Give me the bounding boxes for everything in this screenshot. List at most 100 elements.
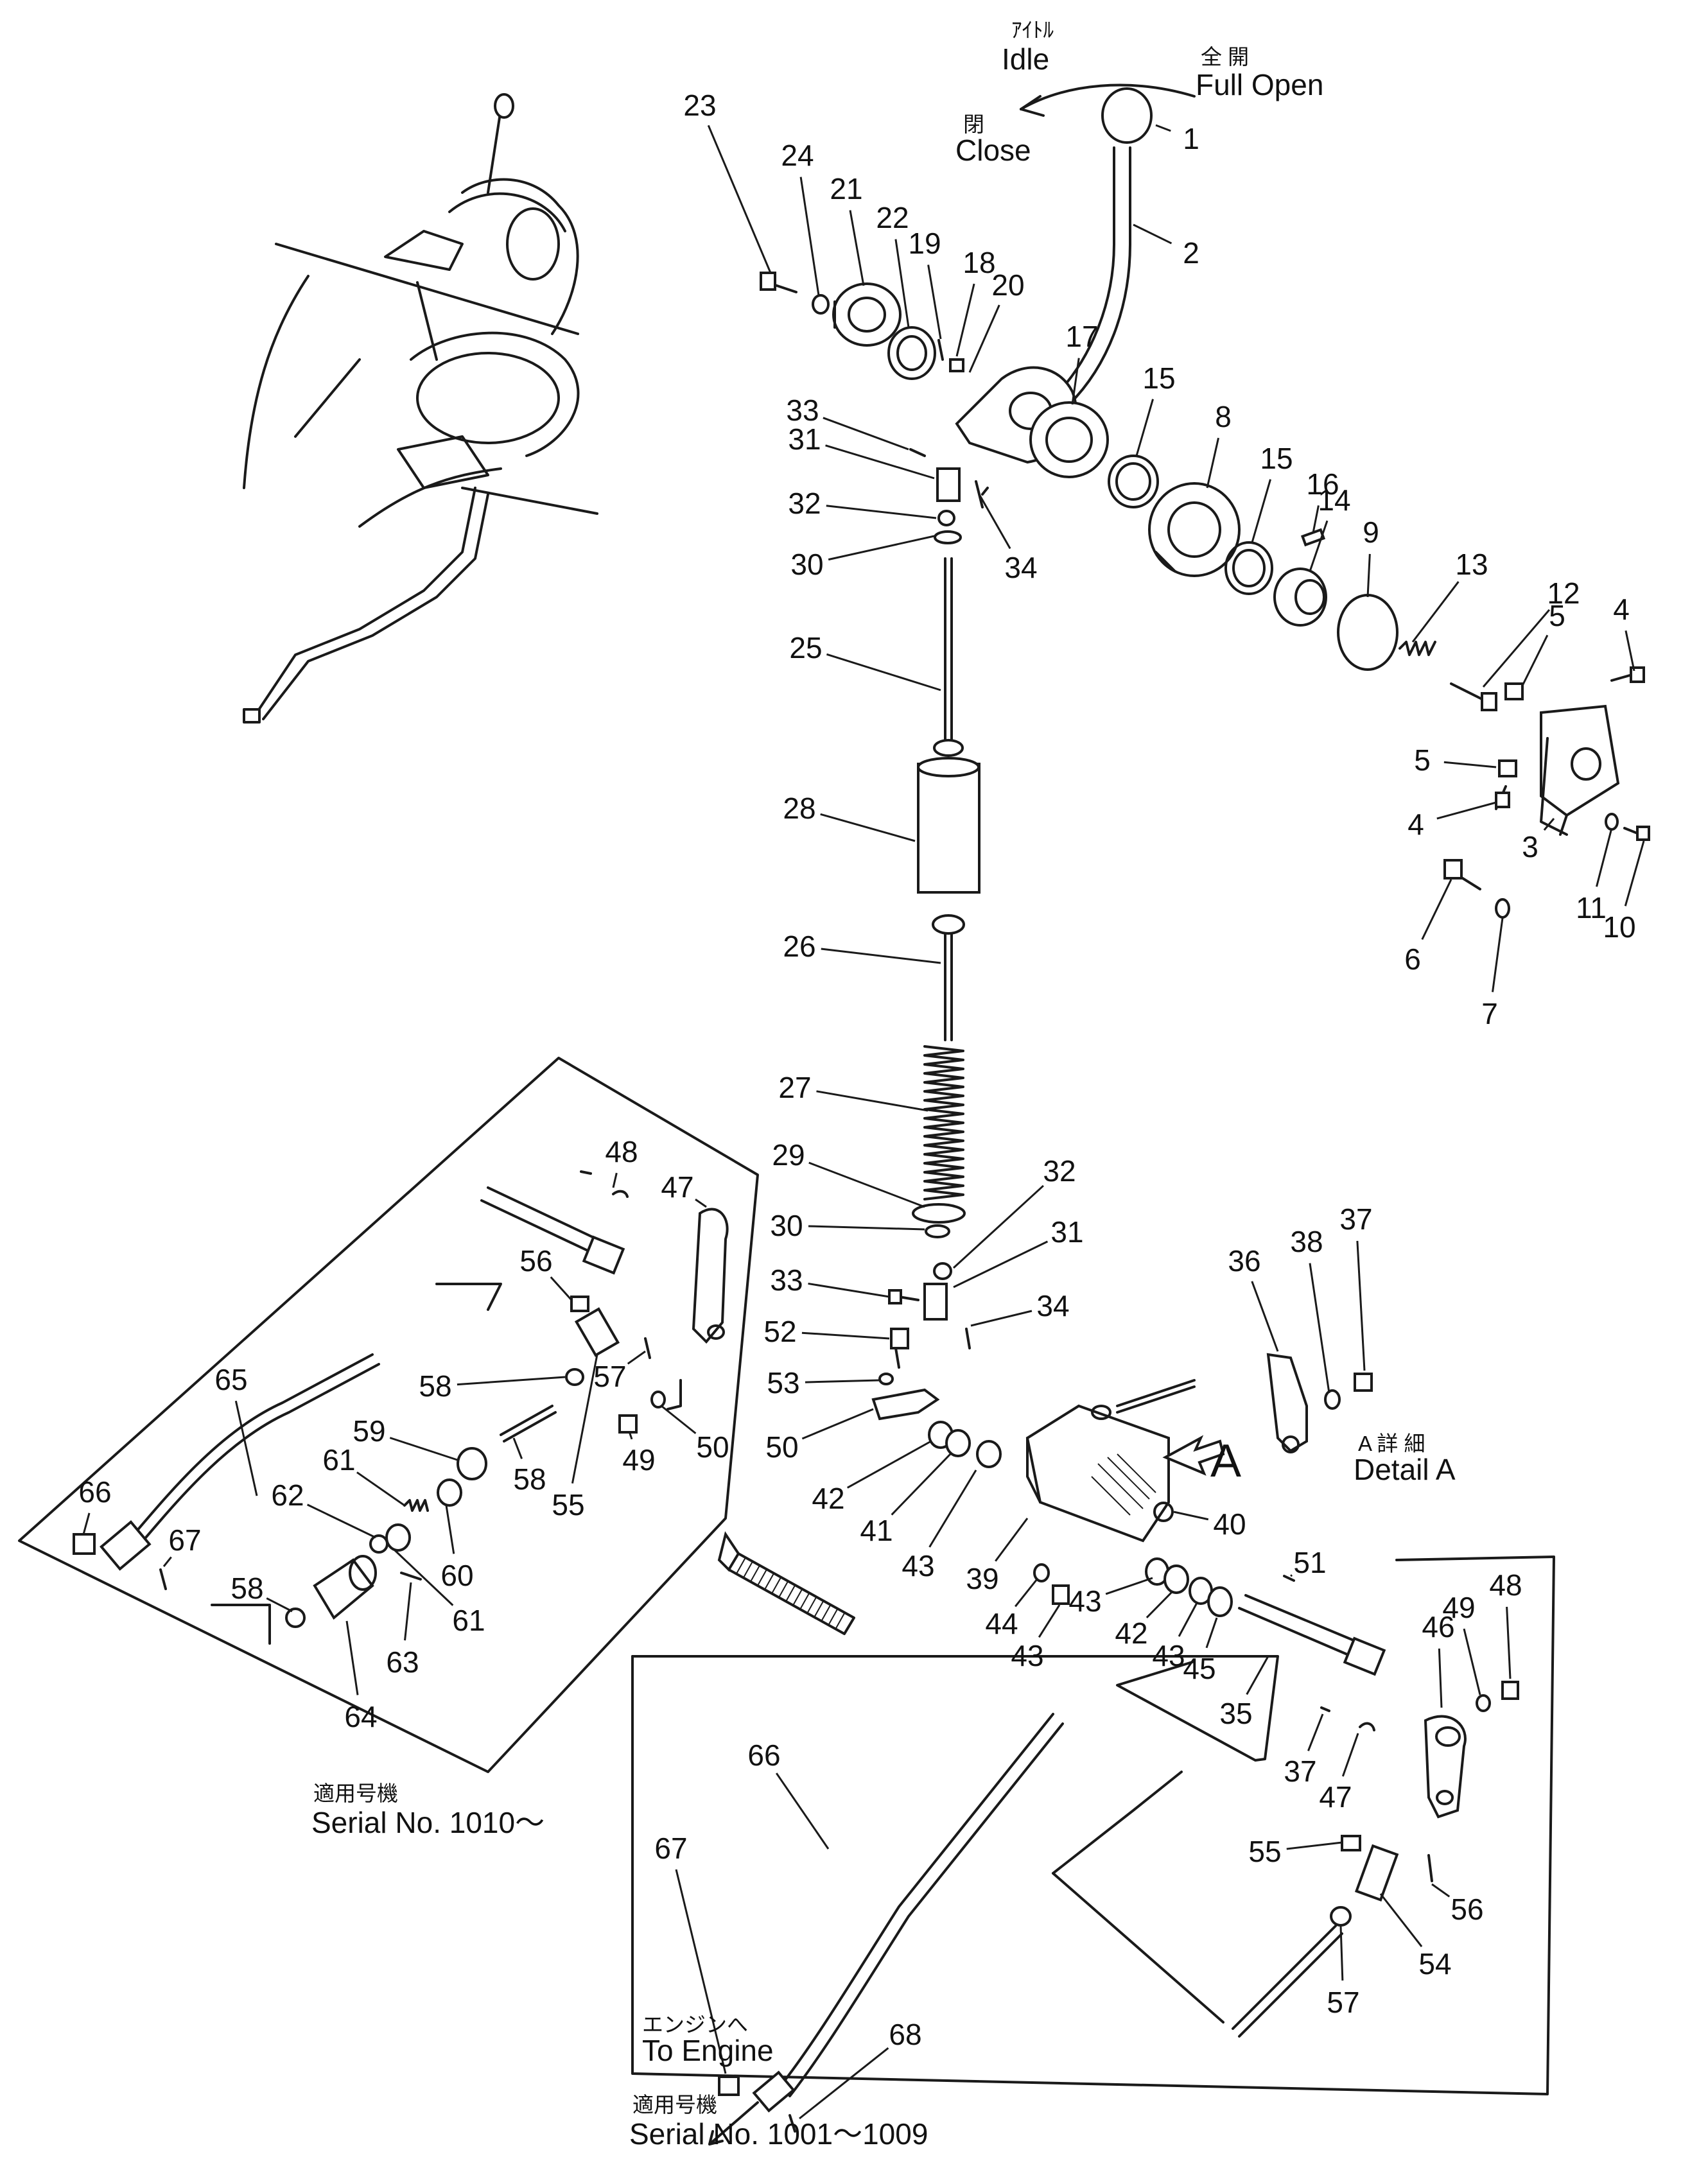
leader-line-58 [457,1376,566,1386]
clevis-part-31-lower [923,1283,948,1321]
leader-line-5 [1443,761,1497,768]
leader-line-26 [821,948,941,964]
callout-58: 58 [231,1572,263,1605]
leader-line-31 [953,1240,1049,1288]
callout-51: 51 [1293,1546,1326,1579]
grease-fitting-part-41 [1153,1502,1174,1522]
cotter-part-34-lower [965,1328,971,1349]
callout-32: 32 [1043,1154,1076,1188]
leader-line-57 [1339,1925,1344,1981]
pin-part-56-left [570,1296,589,1312]
callout-2: 2 [1183,236,1199,270]
key-part-48-left [612,1190,629,1198]
pin-part-64 [400,1572,422,1581]
washer-part-29 [912,1203,966,1224]
callout-34: 34 [1036,1289,1069,1322]
nut-part-32-lower [933,1262,952,1280]
callout-25: 25 [789,631,822,664]
leader-line-30 [828,535,935,561]
leader-line-65 [234,1400,258,1496]
callout-11: 11 [1576,891,1607,924]
cylinder-part-65 [313,1555,377,1620]
callout-44: 44 [985,1607,1018,1640]
callout-65: 65 [214,1363,247,1396]
callout-8: 8 [1215,400,1232,433]
bushing-part-42-b [1163,1564,1189,1594]
pin-part-56-right [1341,1835,1361,1851]
callout-43: 43 [1152,1639,1185,1672]
leader-line-61 [356,1471,405,1507]
callout-60: 60 [440,1559,473,1592]
close-label-jp: 閉 [963,112,984,136]
leader-line-45 [1205,1617,1218,1649]
washer-part-11 [1605,813,1619,831]
callout-45: 45 [1183,1652,1216,1685]
leader-line-49 [1463,1628,1481,1695]
callout-42: 42 [1115,1616,1147,1650]
nut-part-5-upper [1504,682,1524,700]
leader-line-39 [995,1518,1029,1562]
callout-1: 1 [1183,122,1199,155]
leader-line-58 [512,1437,523,1459]
pin-part-67-left [73,1533,96,1555]
leader-line-54 [1379,1893,1423,1948]
leader-line-48 [1506,1606,1512,1679]
callout-31: 31 [1050,1215,1083,1249]
callout-20: 20 [991,268,1024,302]
bracket-part-3 [1540,704,1620,817]
leader-line-44 [1015,1579,1038,1608]
callout-31: 31 [788,422,821,456]
leader-line-2 [1133,223,1172,245]
rod-stack [871,448,1002,1468]
engine-label: To Engine [642,2034,774,2067]
leader-line-56 [550,1276,573,1301]
leader-line-34 [970,1310,1033,1327]
callout-43: 43 [1068,1584,1101,1618]
bushing-part-43-b [976,1440,1002,1468]
bolt-part-53 [890,1328,909,1349]
leader-line-10 [1624,840,1645,906]
callout-39: 39 [966,1562,998,1595]
ring-part-15-lower [1224,541,1273,595]
spring-part-27 [923,1045,964,1200]
leader-line-37 [1307,1713,1324,1751]
callout-32: 32 [788,487,821,520]
leader-line-33 [808,1282,890,1298]
callout-4: 4 [1407,808,1424,841]
leader-line-50 [801,1408,874,1440]
callout-9: 9 [1363,516,1379,549]
bearing-part-8 [1148,482,1241,577]
nut-part-58-left-upper [565,1368,584,1386]
collar-part-60 [457,1447,487,1480]
rod-part-59-right [1232,1925,1343,2038]
callout-36: 36 [1228,1244,1260,1278]
callout-40: 40 [1213,1507,1246,1541]
callout-59: 59 [353,1414,385,1448]
pin-part-19 [937,339,944,361]
key-part-37-right [1320,1706,1330,1712]
leader-line-40 [1173,1511,1209,1521]
callout-33: 33 [770,1263,803,1297]
detail-a-label-jp: A 詳 細 [1358,1432,1425,1455]
ring-part-15-upper [1108,455,1159,508]
lever-part-47-right [1424,1715,1467,1819]
rod-part-66-left [127,1353,374,1542]
washer-part-50-left [650,1391,666,1408]
leader-line-37 [1356,1240,1366,1371]
callout-5: 5 [1414,743,1431,777]
serial-left-label: Serial No. 1010～ [311,1806,545,1839]
callout-30: 30 [790,548,823,581]
ring-part-22 [887,326,936,380]
callout-21: 21 [830,172,862,205]
full-open-label: Full Open [1196,68,1323,101]
callout-3: 3 [1522,830,1538,863]
serial-bottom-label-jp: 適用号機 [632,2093,717,2117]
bolt-part-12 [1450,682,1485,701]
callout-66: 66 [747,1738,780,1772]
key-part-48-right [1359,1722,1375,1731]
leader-line-63 [404,1582,412,1641]
direction-arrow [717,1531,855,1635]
leader-line-12 [1482,609,1551,688]
callout-56: 56 [519,1244,552,1278]
leader-line-5 [1521,634,1549,688]
